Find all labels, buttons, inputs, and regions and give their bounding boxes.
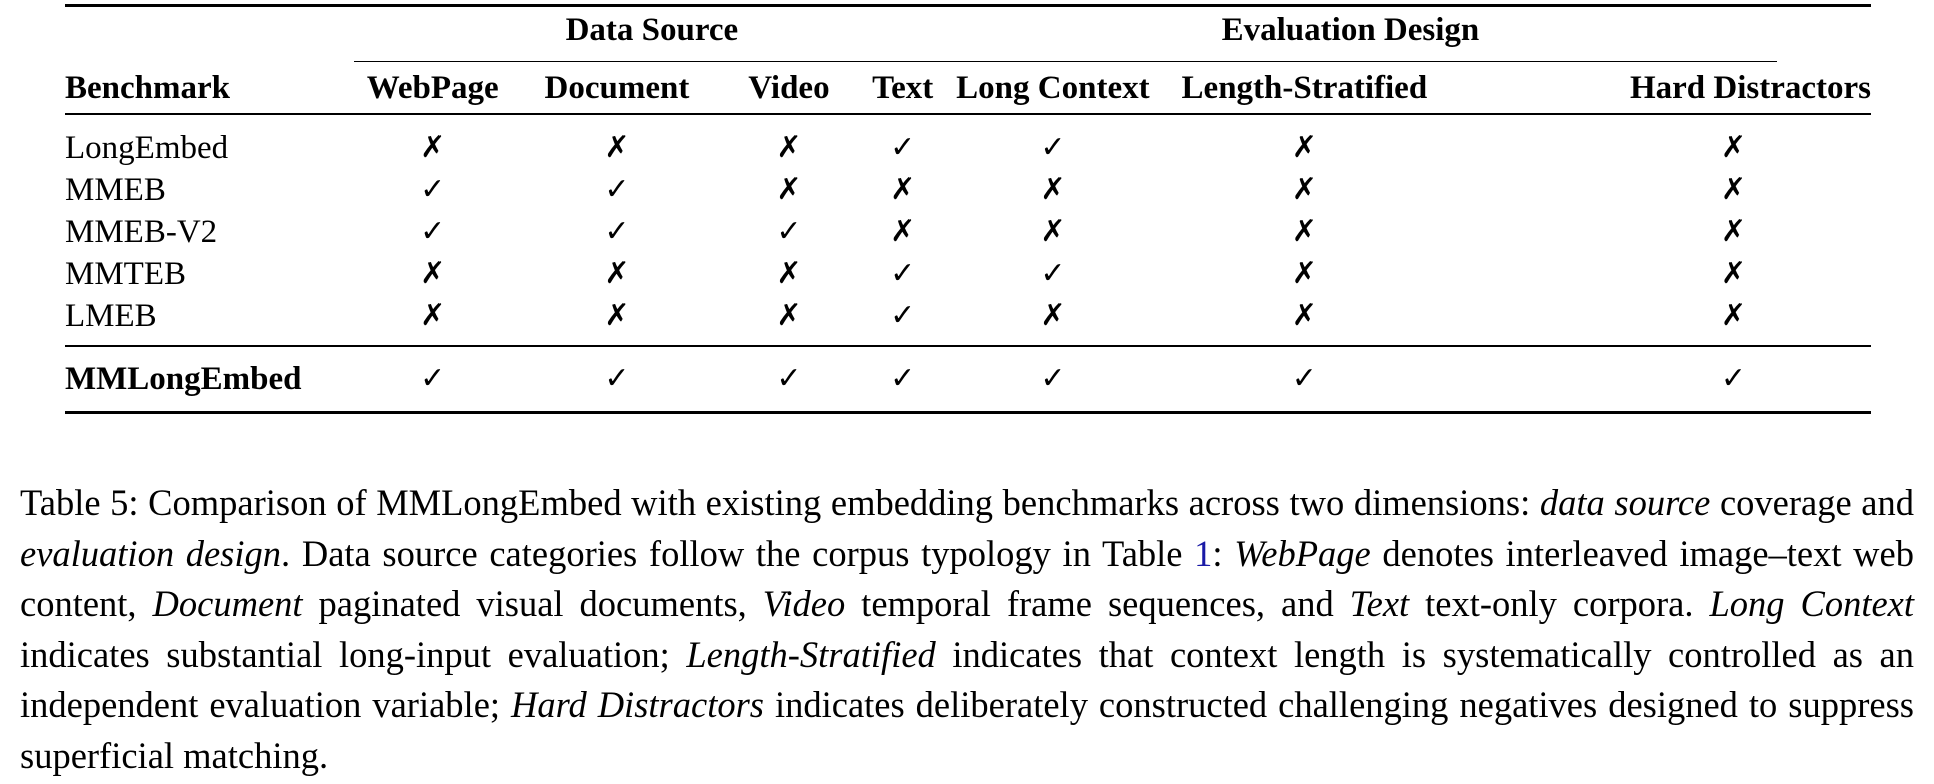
table-row-highlight: MMLongEmbed ✓ ✓ ✓ ✓ ✓ ✓ ✓ <box>65 345 1871 414</box>
cell-hard-distractors: ✗ <box>1720 214 1746 249</box>
table-row: MMEB-V2 ✓ ✓ ✓ ✗ ✗ ✗ ✗ <box>65 211 1871 253</box>
cell-long-context: ✗ <box>1040 298 1066 333</box>
group-header-data-source: Data Source <box>353 7 950 63</box>
cell-text: ✓ <box>890 130 916 165</box>
cell-text: ✗ <box>890 172 916 207</box>
cell-hard-distractors: ✓ <box>1452 345 1871 414</box>
comparison-table: Data Source Evaluation Design Benchmark … <box>65 4 1871 414</box>
cell-text: ✓ <box>890 298 916 333</box>
table-row: MMTEB ✗ ✗ ✗ ✓ ✓ ✗ ✗ <box>65 253 1871 295</box>
cell-document: ✗ <box>604 298 630 333</box>
cell-video: ✓ <box>722 345 856 414</box>
cell-document: ✓ <box>604 172 630 207</box>
cell-long-context: ✓ <box>949 345 1156 414</box>
cell-webpage: ✓ <box>420 172 446 207</box>
column-header-video: Video <box>722 63 856 115</box>
cell-long-context: ✗ <box>1040 172 1066 207</box>
benchmark-name: LMEB <box>65 297 157 334</box>
cell-long-context: ✓ <box>1040 130 1066 165</box>
cell-webpage: ✓ <box>353 345 512 414</box>
column-header-text: Text <box>855 63 950 115</box>
benchmark-name: LongEmbed <box>65 129 229 166</box>
table-body: LongEmbed ✗ ✗ ✗ ✓ ✓ ✗ ✗ MMEB ✓ ✓ ✗ ✗ ✗ ✗… <box>65 114 1871 346</box>
cell-length-stratified: ✗ <box>1291 256 1317 291</box>
cell-webpage: ✓ <box>420 214 446 249</box>
benchmark-name: MMEB-V2 <box>65 213 218 250</box>
cell-video: ✗ <box>776 298 802 333</box>
cell-hard-distractors: ✗ <box>1720 172 1746 207</box>
cell-text: ✗ <box>890 214 916 249</box>
benchmark-name: MMEB <box>65 171 166 208</box>
cell-document: ✗ <box>604 130 630 165</box>
table-row: LongEmbed ✗ ✗ ✗ ✓ ✓ ✗ ✗ <box>65 114 1871 169</box>
cell-webpage: ✗ <box>420 256 446 291</box>
cell-hard-distractors: ✗ <box>1720 130 1746 165</box>
highlight-row-group: MMLongEmbed ✓ ✓ ✓ ✓ ✓ ✓ ✓ <box>65 345 1871 414</box>
cell-webpage: ✗ <box>420 130 446 165</box>
cell-length-stratified: ✗ <box>1291 172 1317 207</box>
cell-length-stratified: ✗ <box>1291 130 1317 165</box>
cell-video: ✗ <box>776 130 802 165</box>
column-header-benchmark: Benchmark <box>65 63 354 115</box>
cell-video: ✗ <box>776 256 802 291</box>
benchmark-name-highlight: MMLongEmbed <box>65 345 354 414</box>
cell-length-stratified: ✗ <box>1291 214 1317 249</box>
cell-webpage: ✗ <box>420 298 446 333</box>
cell-document: ✓ <box>604 214 630 249</box>
column-header-long-context: Long Context <box>949 63 1156 115</box>
cell-text: ✓ <box>855 345 950 414</box>
cell-hard-distractors: ✗ <box>1720 298 1746 333</box>
cell-length-stratified: ✗ <box>1291 298 1317 333</box>
cell-video: ✗ <box>776 172 802 207</box>
group-header-evaluation-design: Evaluation Design <box>949 7 1871 63</box>
column-header-webpage: WebPage <box>353 63 512 115</box>
cell-length-stratified: ✓ <box>1155 345 1453 414</box>
cell-long-context: ✗ <box>1040 214 1066 249</box>
cell-video: ✓ <box>776 214 802 249</box>
column-header-length-stratified: Length-Stratified <box>1155 63 1453 115</box>
table-reference-link[interactable]: 1 <box>1194 532 1213 574</box>
table-row: LMEB ✗ ✗ ✗ ✓ ✗ ✗ ✗ <box>65 295 1871 346</box>
column-header-document: Document <box>511 63 723 115</box>
column-header-row: Benchmark WebPage Document Video Text Lo… <box>65 63 1871 115</box>
comparison-table-container: Data Source Evaluation Design Benchmark … <box>65 4 1871 414</box>
cell-hard-distractors: ✗ <box>1720 256 1746 291</box>
column-header-hard-distractors: Hard Distractors <box>1452 63 1871 115</box>
benchmark-name: MMTEB <box>65 255 187 292</box>
group-header-row: Data Source Evaluation Design <box>65 7 1871 63</box>
cell-document: ✗ <box>604 256 630 291</box>
table-caption: Table 5: Comparison of MMLongEmbed with … <box>20 482 1914 776</box>
cell-document: ✓ <box>511 345 723 414</box>
cell-text: ✓ <box>890 256 916 291</box>
cell-long-context: ✓ <box>1040 256 1066 291</box>
table-row: MMEB ✓ ✓ ✗ ✗ ✗ ✗ ✗ <box>65 169 1871 211</box>
